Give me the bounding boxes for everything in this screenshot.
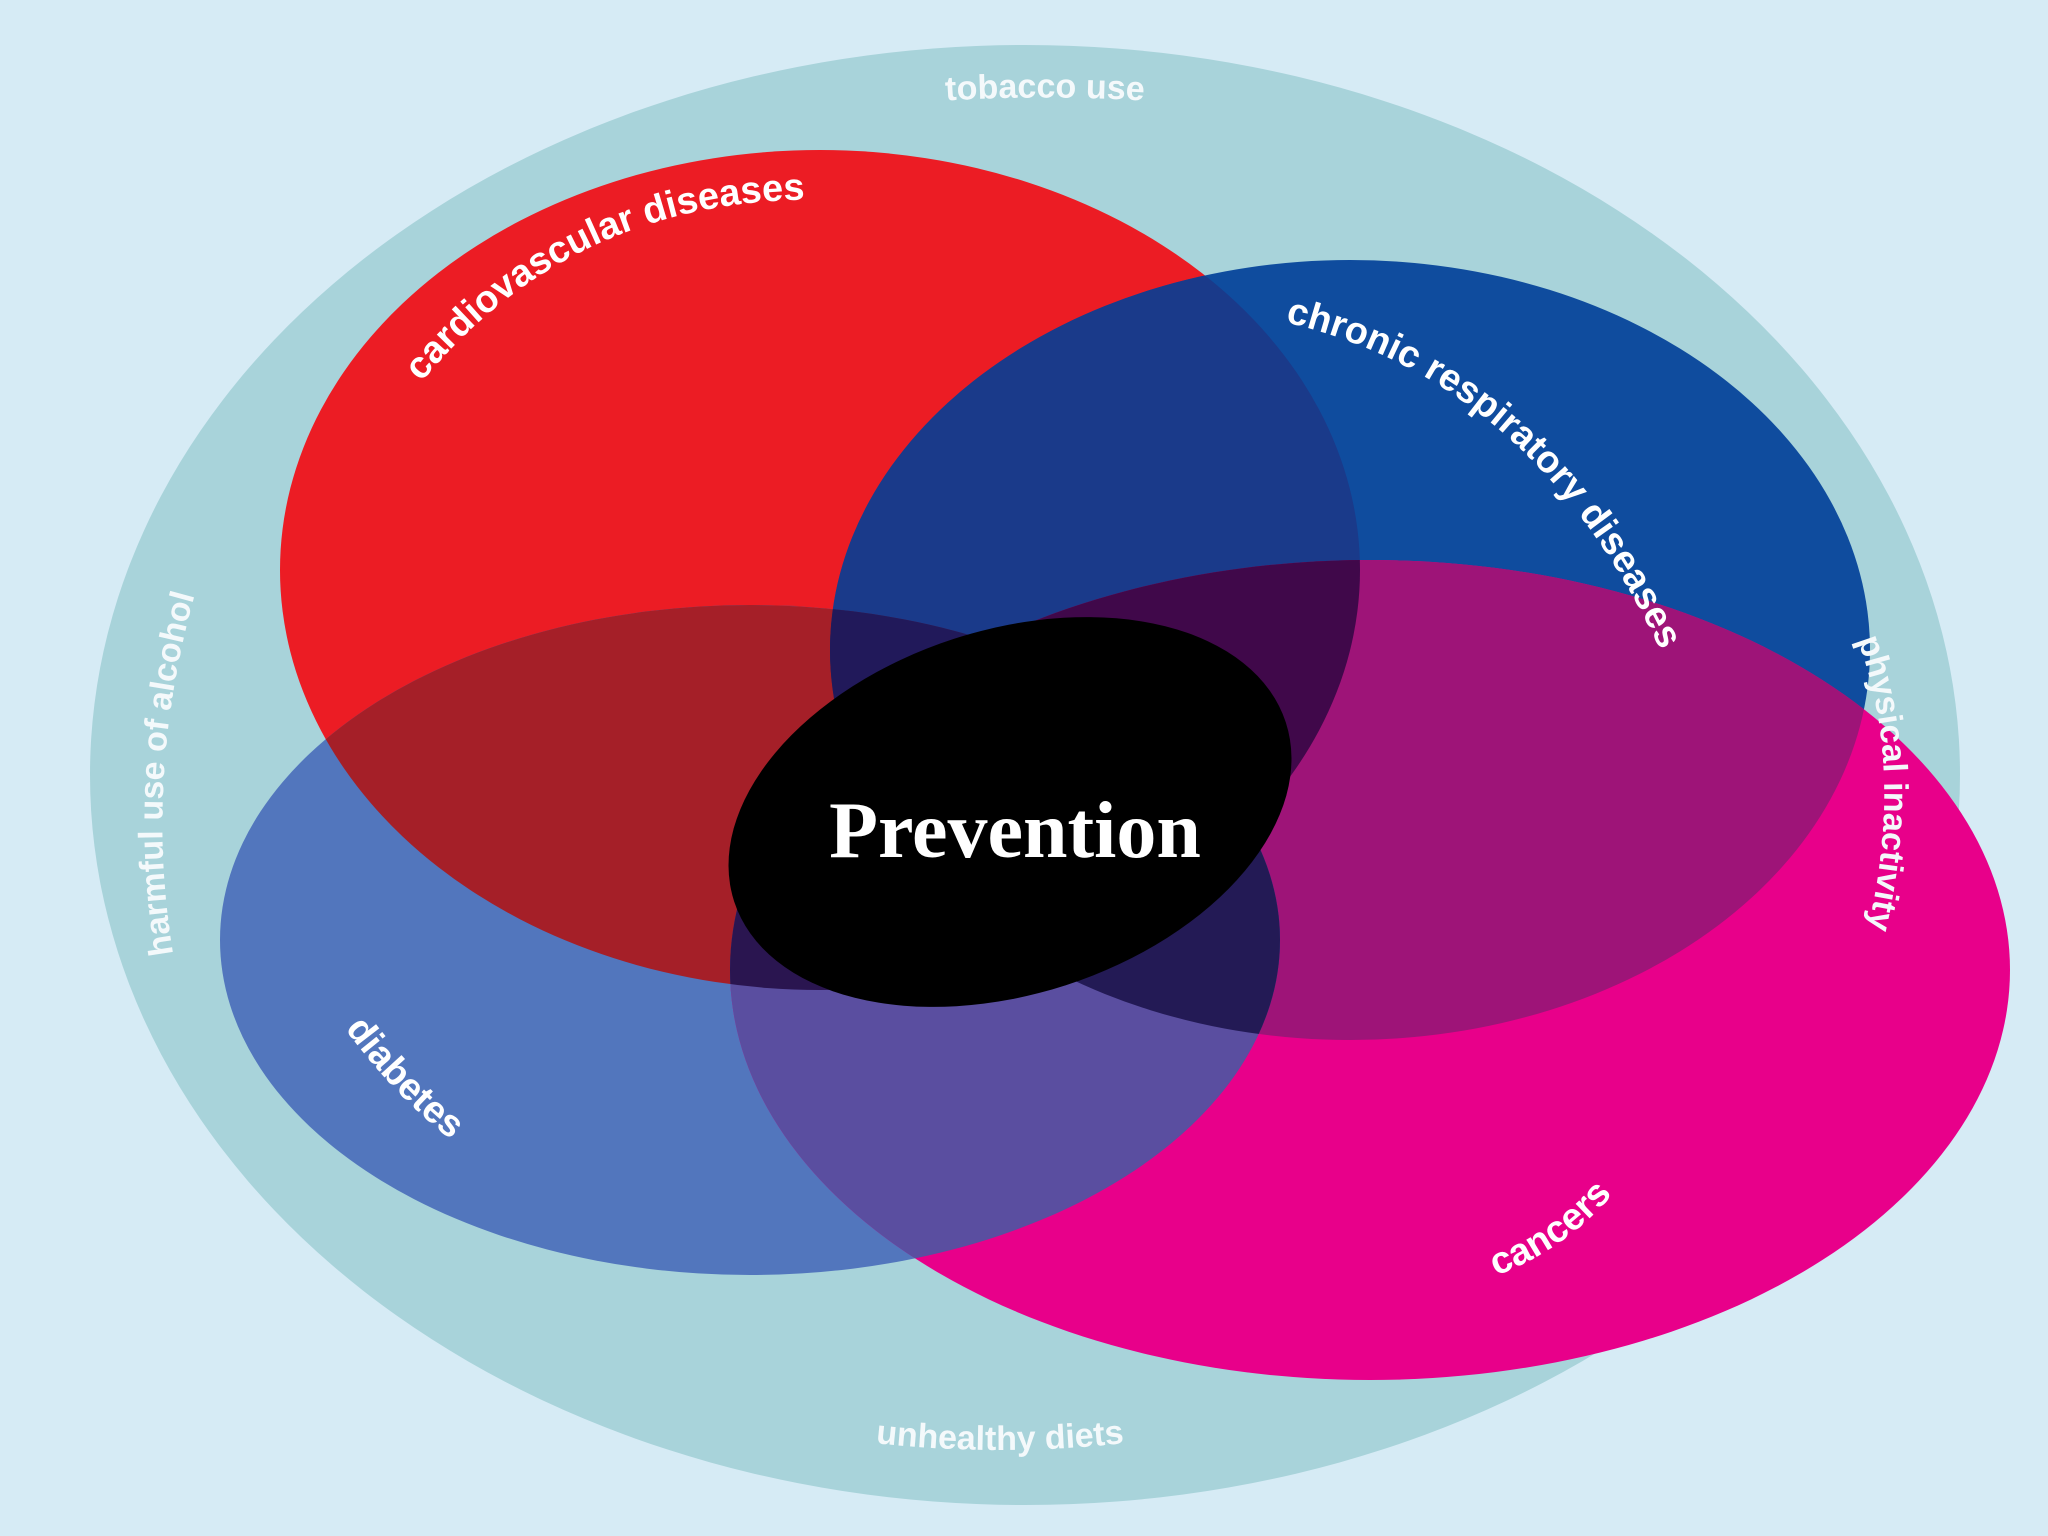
center-label: Prevention xyxy=(829,787,1201,875)
risk-diet-label: unhealthy diets xyxy=(875,1413,1126,1458)
risk-tobacco-label: tobacco use xyxy=(944,67,1146,108)
center-prevention-region xyxy=(728,617,1292,1007)
